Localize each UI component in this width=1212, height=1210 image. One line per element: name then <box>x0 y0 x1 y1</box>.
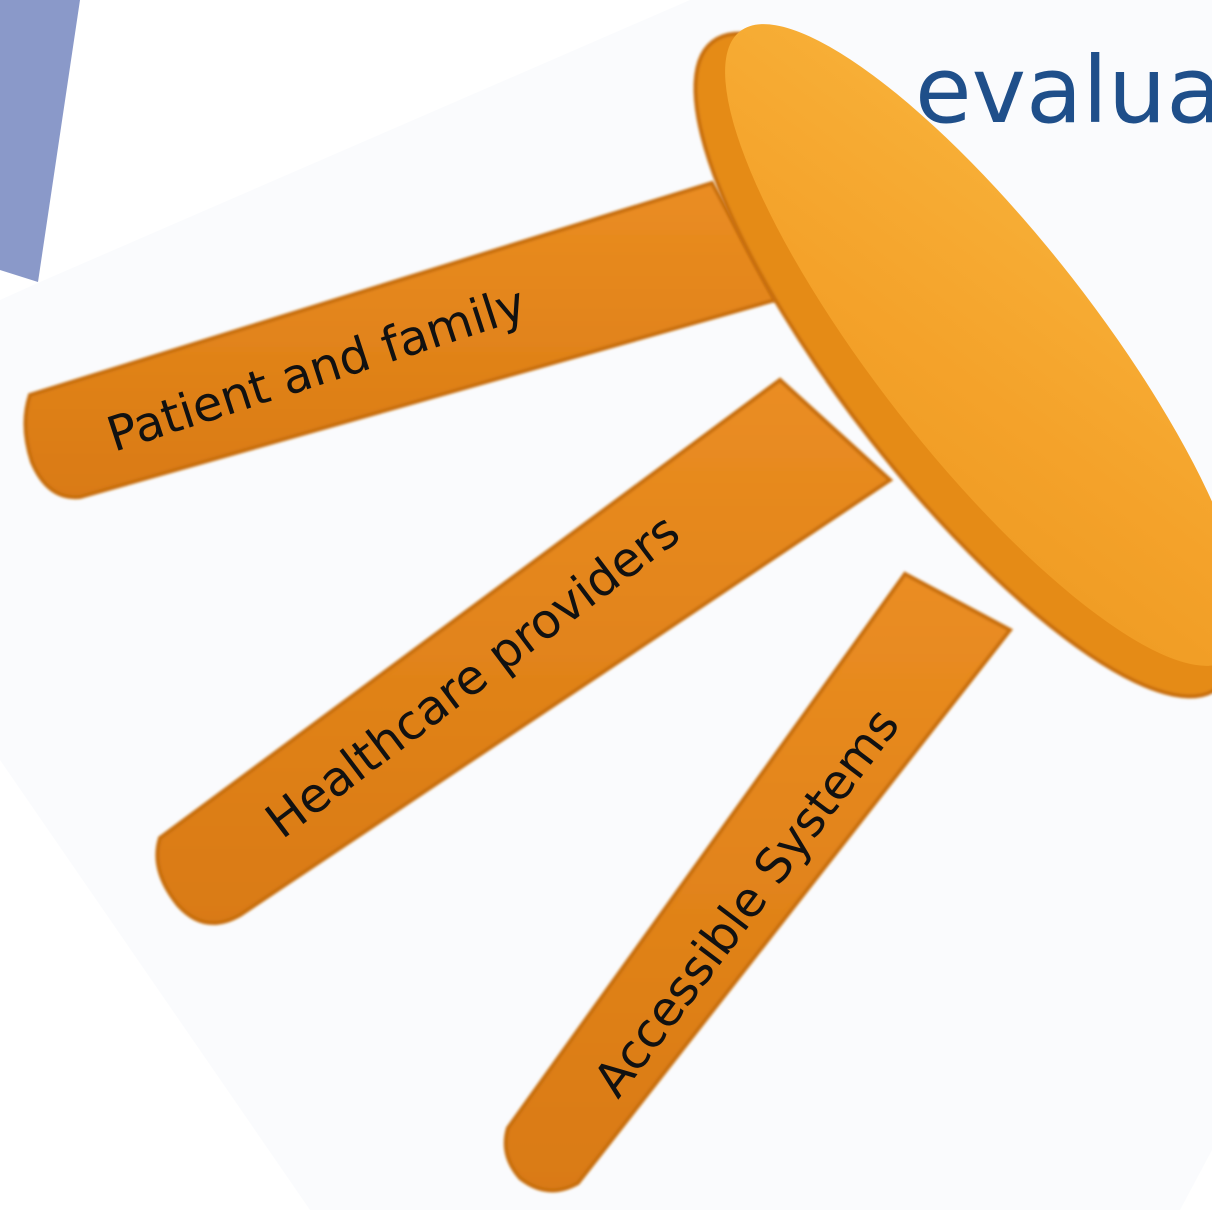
accent-panel <box>0 0 80 282</box>
stool-seat <box>693 24 1212 699</box>
slide-heading: evalua <box>915 37 1212 144</box>
